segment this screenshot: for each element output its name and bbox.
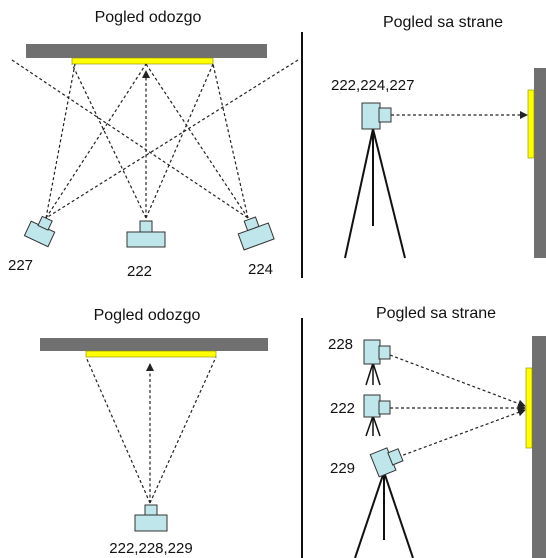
wall <box>532 336 546 558</box>
camera-229-icon <box>354 447 414 558</box>
camera-label: 222 <box>330 400 355 417</box>
panel-heading: Pogled odozgo <box>95 9 202 26</box>
tripod-icon <box>344 128 406 259</box>
camera-label: 222 <box>127 263 152 280</box>
wall <box>26 44 267 58</box>
target-panel <box>71 57 214 65</box>
rays <box>11 59 299 219</box>
panel-heading: Pogled sa strane <box>376 305 496 322</box>
panel-heading: Pogled sa strane <box>383 14 503 31</box>
camera-label: 224 <box>248 261 273 278</box>
panel-top-view-three-cameras: Pogled odozgo <box>8 9 299 280</box>
panel-top-view-single-position: Pogled odozgo 222,228,229 <box>40 307 268 557</box>
camera-icon <box>134 504 168 532</box>
camera-icon <box>361 102 392 130</box>
camera-label: 222,224,227 <box>331 77 414 94</box>
camera-label: 227 <box>8 257 33 274</box>
panel-heading: Pogled odozgo <box>94 307 201 324</box>
camera-224-icon <box>237 216 275 251</box>
rays <box>389 354 526 458</box>
camera-228-icon <box>363 339 391 386</box>
camera-label: 228 <box>328 336 353 353</box>
camera-227-icon <box>23 215 56 248</box>
camera-222-icon <box>363 394 391 437</box>
rays <box>85 356 217 504</box>
target-panel <box>525 367 533 449</box>
camera-label: 222,228,229 <box>109 540 192 557</box>
camera-222-icon <box>126 220 166 248</box>
camera-label: 229 <box>330 460 355 477</box>
target-panel <box>527 89 535 159</box>
wall <box>40 338 268 351</box>
panel-side-view-three-heights: Pogled sa strane <box>328 305 546 558</box>
panel-side-view-tripod: Pogled sa strane 222,224,227 <box>331 14 546 259</box>
wall <box>534 68 546 258</box>
target-panel <box>85 350 217 358</box>
